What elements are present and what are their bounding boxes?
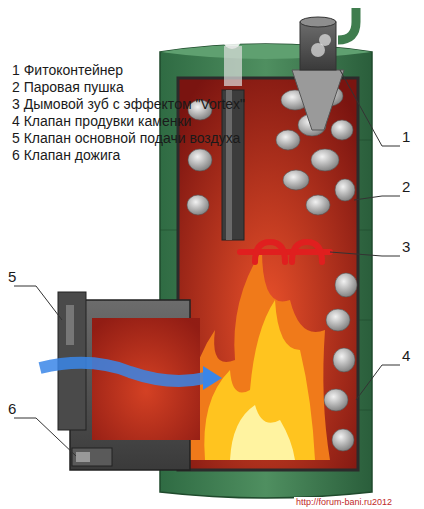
legend-text: 5 Клапан основной подачи воздуха — [12, 130, 240, 146]
legend-text: 1 Фитоконтейнер — [12, 62, 123, 78]
callout-number: 2 — [400, 179, 412, 195]
legend-text: 4 Клапан продувки каменки — [12, 113, 191, 129]
callout-number: 4 — [400, 348, 412, 364]
callout-number: 3 — [400, 239, 412, 255]
callout-number: 1 — [400, 129, 412, 145]
callout-number: 6 — [6, 401, 18, 417]
callout-number: 5 — [6, 269, 18, 285]
legend-text: 6 Клапан дожига — [12, 147, 120, 163]
legend-text: 2 Паровая пушка — [12, 79, 124, 95]
legend-text: 3 Дымовой зуб с эффектом "Vortex" — [12, 96, 245, 112]
watermark: http://forum-bani.ru2012 — [294, 497, 394, 507]
